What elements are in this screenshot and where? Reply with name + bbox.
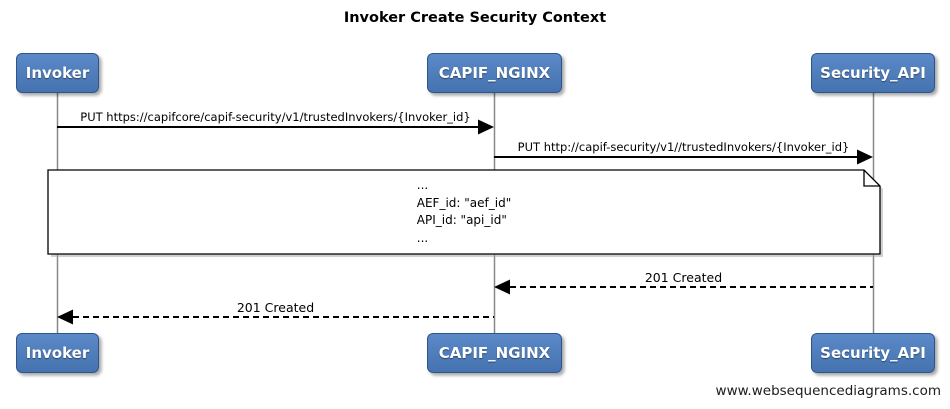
actor-capif-nginx-bottom-label: CAPIF_NGINX <box>438 344 551 362</box>
message-3-arrowhead <box>494 279 510 295</box>
note-line-4: ... <box>416 230 429 245</box>
note-line-2: AEF_id: "aef_id" <box>416 195 512 210</box>
note-fold-corner <box>863 170 880 187</box>
note: ... AEF_id: "aef_id" API_id: "api_id" ..… <box>48 177 880 247</box>
note-line-1: ... <box>416 178 429 192</box>
actor-security-api-bottom-label: Security_API <box>820 344 926 362</box>
message-1-arrowhead <box>478 119 494 135</box>
message-1-label: PUT https://capifcore/capif-security/v1/… <box>80 110 471 124</box>
message-2-label: PUT http://capif-security/v1//trustedInv… <box>517 140 850 154</box>
actor-security-api-bottom: Security_API <box>811 333 935 373</box>
actor-capif-nginx-top: CAPIF_NGINX <box>427 53 562 93</box>
message-3-label: 201 Created <box>644 270 723 285</box>
actor-invoker-label: Invoker <box>25 64 90 82</box>
actor-capif-nginx-label: CAPIF_NGINX <box>438 64 551 82</box>
diagram-title: Invoker Create Security Context <box>343 10 607 26</box>
actor-invoker-bottom: Invoker <box>16 333 99 373</box>
message-2-arrowhead <box>857 149 873 165</box>
note-line-3: API_id: "api_id" <box>416 213 507 227</box>
actor-capif-nginx-bottom: CAPIF_NGINX <box>427 333 562 373</box>
actor-security-api-label: Security_API <box>820 64 926 82</box>
note-shape <box>47 169 881 255</box>
actor-security-api-top: Security_API <box>811 53 935 93</box>
actor-invoker-top: Invoker <box>16 53 99 93</box>
message-4-label: 201 Created <box>236 300 315 315</box>
actor-invoker-bottom-label: Invoker <box>25 344 90 362</box>
watermark-url: www.websequencediagrams.com <box>715 383 941 399</box>
message-4-arrowhead <box>57 309 73 325</box>
